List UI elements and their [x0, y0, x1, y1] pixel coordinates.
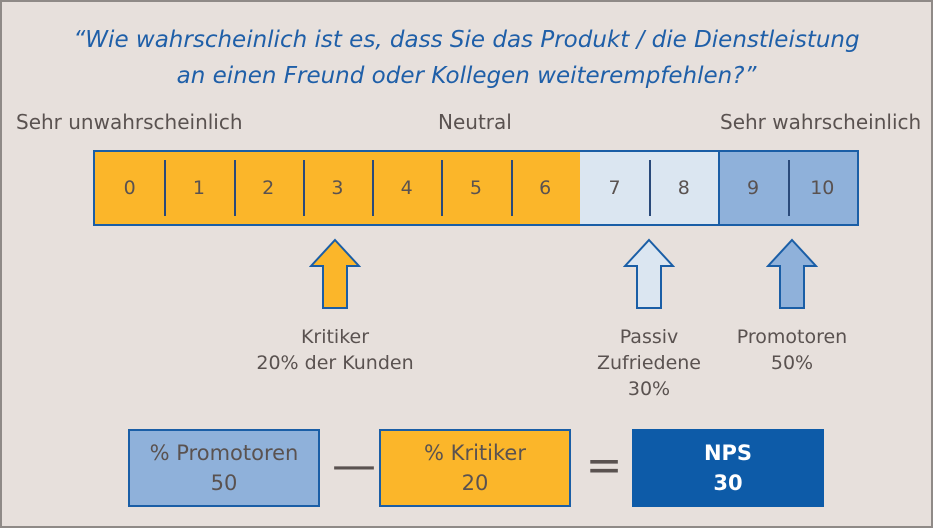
- minus-sign: —: [332, 440, 376, 491]
- question-line-1: “Wie wahrscheinlich ist es, dass Sie das…: [73, 27, 860, 53]
- rating-scale: 0 1 2 3 4 5 6 7 8 9 10: [93, 150, 859, 226]
- scale-cell-8: 8: [649, 152, 719, 224]
- promoters-box-label: % Promotoren: [149, 441, 299, 465]
- passive-name: Passiv: [619, 326, 679, 348]
- critics-label: Kritiker 20% der Kunden: [235, 324, 435, 376]
- nps-box: NPS 30: [632, 429, 824, 507]
- promoters-box: % Promotoren 50: [128, 429, 320, 507]
- critics-share: 20% der Kunden: [256, 352, 414, 374]
- promoters-box-value: 50: [210, 471, 238, 495]
- nps-box-label: NPS: [703, 441, 753, 465]
- scale-cell-10: 10: [787, 152, 857, 224]
- arrow-up-icon-passive: [623, 238, 675, 309]
- scale-cell-1: 1: [164, 152, 234, 224]
- scale-cell-2: 2: [233, 152, 303, 224]
- scale-right-label: Sehr wahrscheinlich: [720, 110, 922, 134]
- passive-name-2: Zufriedene: [596, 352, 701, 374]
- scale-cell-0: 0: [95, 152, 165, 224]
- scale-cell-5: 5: [441, 152, 511, 224]
- scale-left-label: Sehr unwahrscheinlich: [16, 110, 243, 134]
- promoters-share: 50%: [770, 352, 814, 374]
- critics-box: % Kritiker 20: [379, 429, 571, 507]
- scale-cell-7: 7: [579, 152, 650, 224]
- passive-label: Passiv Zufriedene 30%: [579, 324, 719, 402]
- arrow-up-icon-critics: [309, 238, 361, 309]
- passive-share: 30%: [627, 378, 671, 400]
- critics-name: Kritiker: [300, 326, 370, 348]
- equals-sign: =: [585, 440, 623, 491]
- scale-cell-4: 4: [372, 152, 442, 224]
- scale-cell-9: 9: [718, 152, 788, 224]
- promoters-name: Promotoren: [736, 326, 848, 348]
- promoters-label: Promotoren 50%: [717, 324, 867, 376]
- nps-box-value: 30: [713, 471, 743, 495]
- scale-cell-3: 3: [302, 152, 373, 224]
- scale-mid-label: Neutral: [438, 110, 512, 134]
- question-line-2: an einen Freund oder Kollegen weiterempf…: [176, 63, 757, 89]
- scale-cell-6: 6: [510, 152, 580, 224]
- critics-box-value: 20: [461, 471, 489, 495]
- question-text: “Wie wahrscheinlich ist es, dass Sie das…: [2, 22, 931, 94]
- critics-box-label: % Kritiker: [424, 441, 526, 465]
- arrow-up-icon-promoters: [766, 238, 818, 309]
